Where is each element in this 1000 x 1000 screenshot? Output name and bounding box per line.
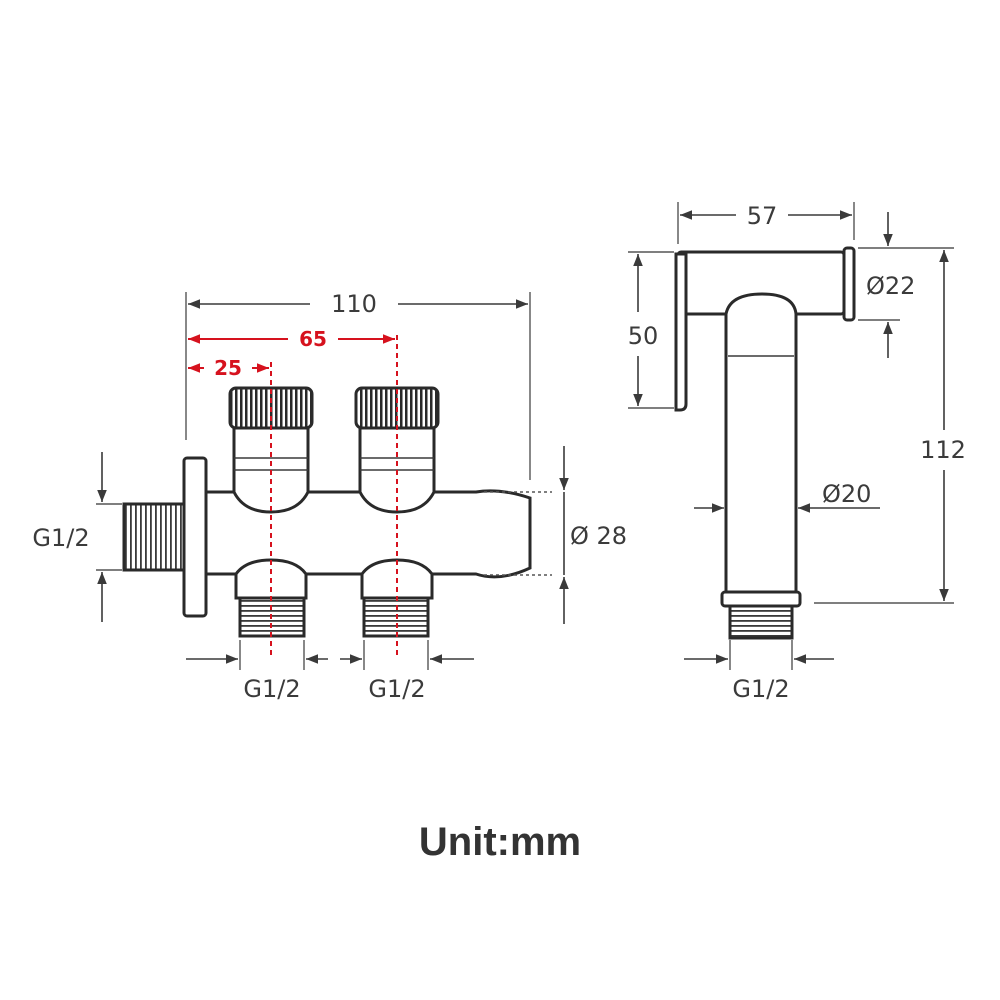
dimension-diameter-20: Ø20 [694, 480, 880, 513]
dimension-112: 112 [814, 250, 966, 604]
dimension-25: 25 [188, 356, 269, 380]
valve-body [204, 489, 532, 579]
dimension-110: 110 [185, 290, 531, 480]
dimension-inlet-thread: G1/2 [32, 452, 122, 622]
sprayer-lever [674, 252, 688, 412]
valve-flange [182, 456, 208, 618]
dim-outlet-thread-left-label: G1/2 [243, 675, 300, 703]
sprayer-nozzle-cap [842, 246, 856, 322]
dim-20-label: Ø20 [822, 480, 871, 508]
dimension-50: 50 [628, 251, 674, 409]
dim-110-label: 110 [331, 290, 377, 318]
dimension-diameter-22: Ø22 [858, 212, 954, 358]
sprayer-thread [728, 604, 794, 640]
dim-112-label: 112 [920, 436, 966, 464]
dim-22-label: Ø22 [866, 272, 915, 300]
dimension-57: 57 [677, 202, 855, 244]
dimension-outlet-thread-left: G1/2 [186, 640, 328, 703]
dim-50-label: 50 [628, 322, 659, 350]
dim-sprayer-thread-label: G1/2 [732, 675, 789, 703]
valve-drawing [122, 335, 552, 656]
dimension-outlet-thread-right: G1/2 [340, 640, 474, 703]
dimension-diameter-28: Ø 28 [559, 446, 627, 624]
dim-outlet-thread-right-label: G1/2 [368, 675, 425, 703]
sprayer-handle [724, 292, 798, 596]
unit-caption: Unit:mm [419, 820, 581, 864]
dim-57-label: 57 [747, 202, 778, 230]
sprayer-drawing [674, 246, 856, 640]
valve-inlet-thread [122, 502, 190, 572]
dim-25-label: 25 [214, 356, 242, 380]
dim-65-label: 65 [299, 327, 327, 351]
dim-28-label: Ø 28 [570, 522, 627, 550]
dim-inlet-thread-label: G1/2 [32, 524, 89, 552]
dimension-sprayer-thread: G1/2 [684, 640, 834, 703]
dimension-65: 65 [188, 327, 395, 351]
sprayer-collar [720, 590, 802, 608]
